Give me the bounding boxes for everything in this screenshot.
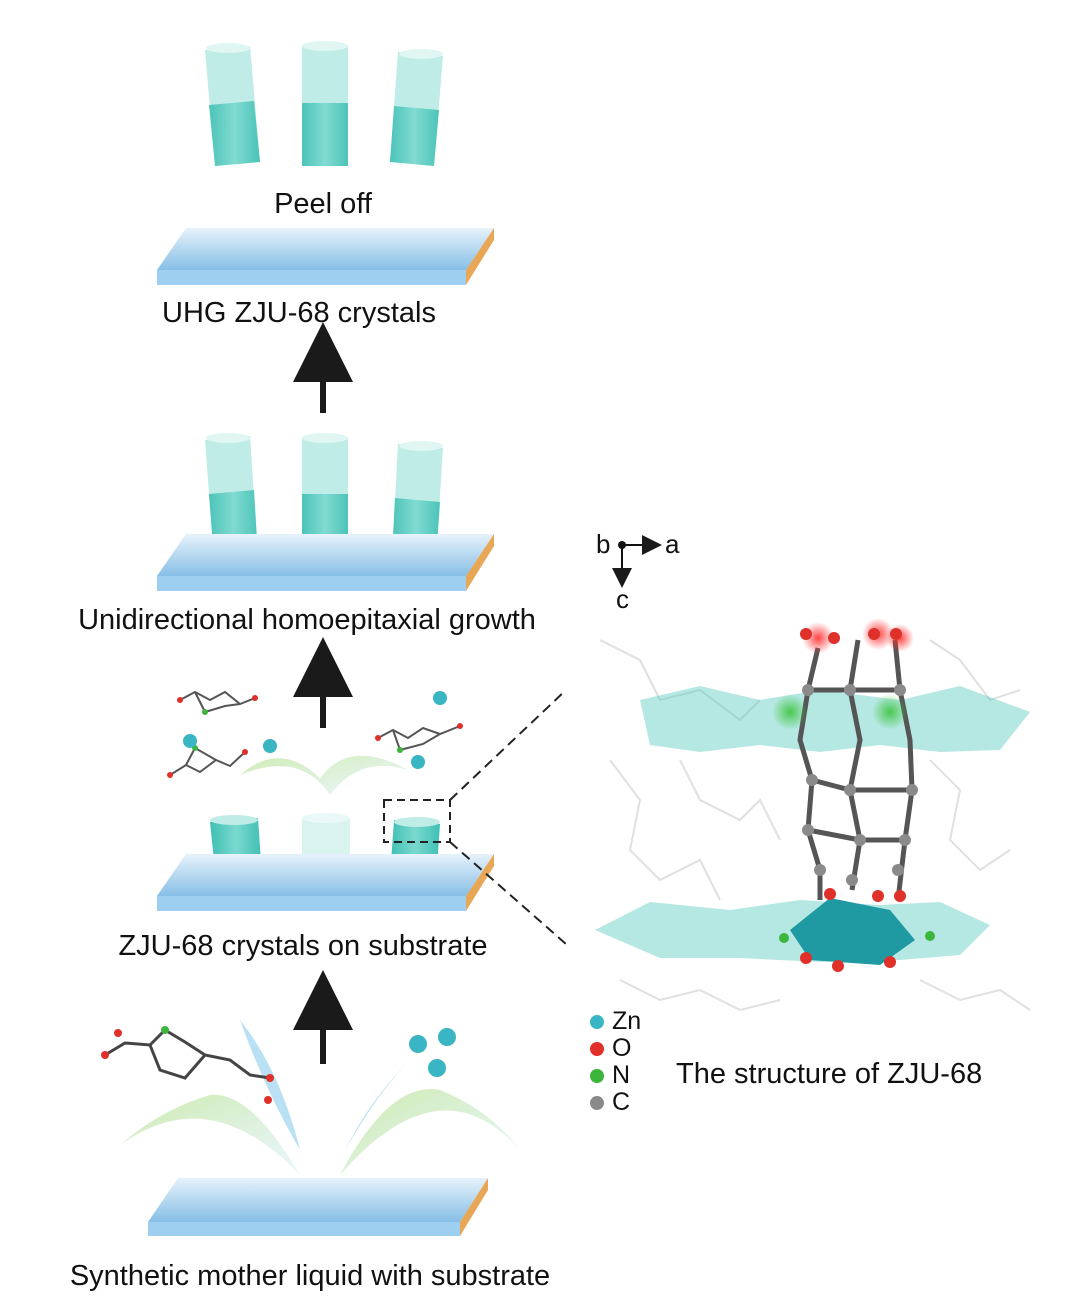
step-label-mother-liquid: Synthetic mother liquid with substrate bbox=[69, 1260, 551, 1292]
peeled-crystals bbox=[205, 41, 443, 166]
axis-label-a: a bbox=[665, 529, 680, 559]
zinc-ion-icon bbox=[433, 691, 447, 705]
crystal-icon bbox=[302, 41, 348, 166]
crystal-icon bbox=[205, 43, 260, 166]
linker-molecule-icon bbox=[167, 745, 248, 778]
step-label-homoepitaxial-growth: Unidirectional homoepitaxial growth bbox=[78, 604, 536, 636]
reagents-cluster-upper bbox=[167, 690, 463, 778]
substrate-plate bbox=[148, 1178, 488, 1236]
substrate-plate bbox=[157, 534, 494, 591]
background-framework bbox=[599, 639, 1031, 1012]
step-label-peel-off: Peel off bbox=[274, 188, 372, 220]
linker-molecule-icon bbox=[101, 1026, 274, 1104]
legend-label: O bbox=[612, 1034, 632, 1062]
nitrogen-glow bbox=[772, 694, 808, 730]
zinc-dot-icon bbox=[590, 1014, 604, 1029]
zinc-ion-icon bbox=[411, 755, 425, 769]
atom-markers bbox=[779, 628, 935, 972]
axis-indicator bbox=[612, 535, 662, 588]
nitrogen-dot-icon bbox=[590, 1068, 604, 1083]
nitrogen-glow bbox=[872, 694, 908, 730]
axis-label-b: b bbox=[596, 529, 611, 559]
zinc-ion-icon bbox=[428, 1059, 446, 1077]
zn-polyhedron-highlight bbox=[790, 898, 915, 965]
substrate-plate bbox=[157, 228, 494, 285]
zinc-ion-icon bbox=[183, 734, 197, 748]
legend-item-zn: Zn bbox=[590, 1009, 641, 1034]
axis-label-c: c bbox=[616, 584, 629, 614]
legend-item-c: C bbox=[590, 1090, 630, 1115]
highlighted-linker bbox=[797, 639, 915, 901]
zinc-ion-icon bbox=[409, 1035, 427, 1053]
zinc-ion-icon bbox=[438, 1028, 456, 1046]
linker-molecule-icon bbox=[177, 690, 258, 715]
selection-box bbox=[383, 799, 451, 843]
carbon-dot-icon bbox=[590, 1095, 604, 1110]
legend-item-o: O bbox=[590, 1036, 631, 1061]
crystal-icon bbox=[390, 49, 443, 166]
legend-label: Zn bbox=[612, 1007, 642, 1035]
zoom-line bbox=[449, 841, 567, 945]
legend-label: C bbox=[612, 1088, 631, 1116]
structure-title: The structure of ZJU-68 bbox=[676, 1058, 983, 1090]
substrate-plate bbox=[157, 854, 494, 911]
legend-item-n: N bbox=[590, 1063, 630, 1088]
linker-molecule-icon bbox=[375, 723, 463, 753]
oxygen-dot-icon bbox=[590, 1041, 604, 1056]
step-label-uhg-crystals: UHG ZJU-68 crystals bbox=[162, 297, 436, 329]
zoom-line bbox=[449, 689, 567, 801]
zinc-ion-icon bbox=[263, 739, 277, 753]
step-label-crystals-on-substrate: ZJU-68 crystals on substrate bbox=[118, 930, 488, 962]
zn-polyhedra-band-upper bbox=[640, 686, 1030, 752]
crystal-structure bbox=[595, 618, 1031, 1012]
legend-label: N bbox=[612, 1061, 631, 1089]
